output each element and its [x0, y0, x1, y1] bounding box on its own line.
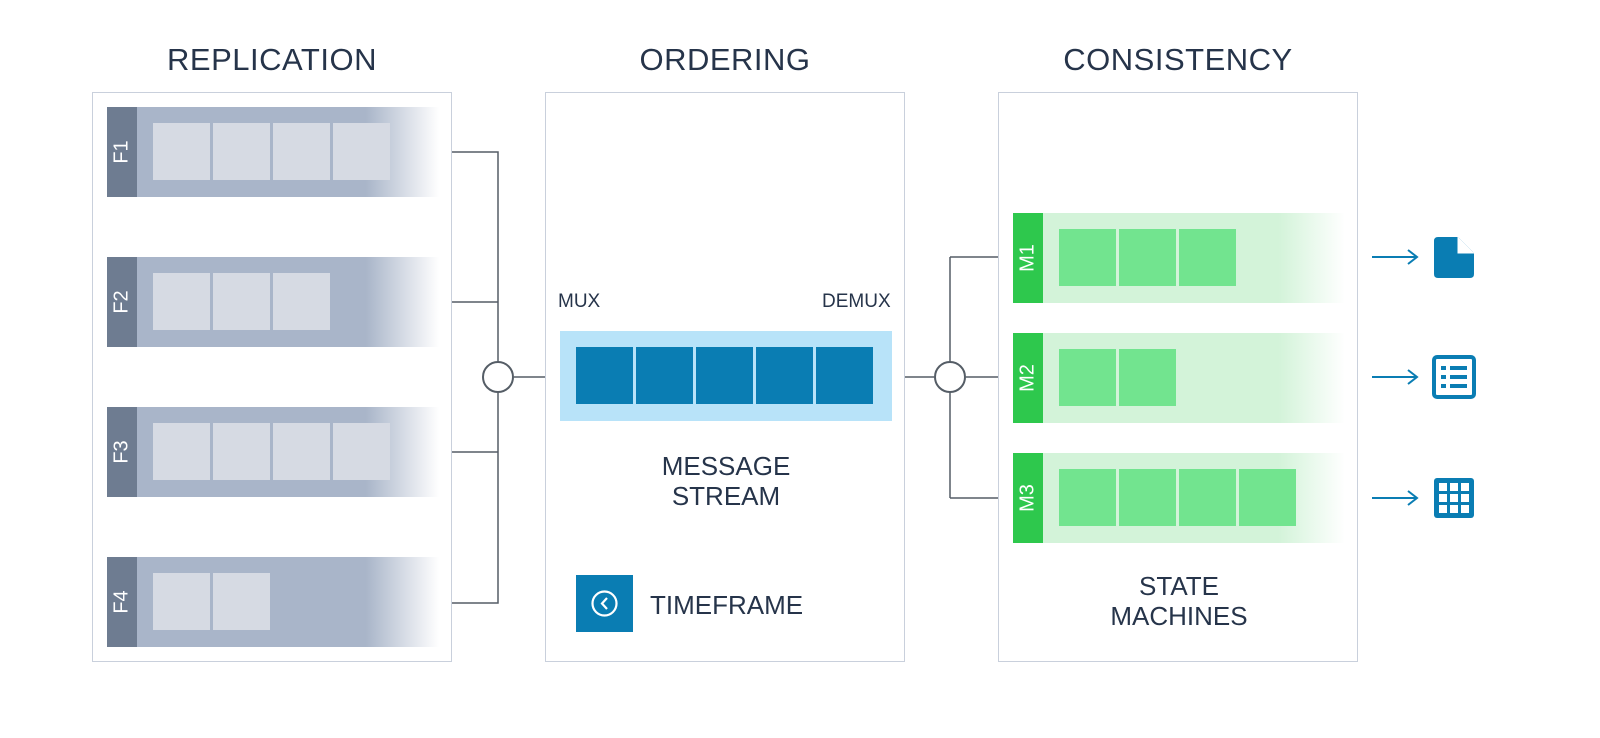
machine-cell	[1239, 469, 1296, 526]
ordering-heading: ORDERING	[639, 42, 811, 77]
machine-tab: M2	[1013, 333, 1043, 423]
feed-label: F1	[110, 140, 133, 164]
machine-cell	[1179, 469, 1236, 526]
feed-tab: F4	[107, 557, 137, 647]
machine-tab: M3	[1013, 453, 1043, 543]
feed-row: F3	[107, 407, 439, 497]
feed-tab: F2	[107, 257, 137, 347]
list-icon	[1432, 355, 1476, 399]
stream-cell	[756, 347, 813, 404]
message-stream-line2: STREAM	[671, 481, 781, 511]
machine-cell	[1059, 229, 1116, 286]
feed-cell	[153, 123, 210, 180]
replication-heading: REPLICATION	[167, 42, 377, 77]
document-icon	[1434, 237, 1474, 278]
machine-label: M2	[1016, 364, 1039, 392]
stream-cell	[816, 347, 873, 404]
machine-label: M1	[1016, 244, 1039, 272]
machine-cell	[1119, 349, 1176, 406]
state-machines-line2: MACHINES	[1110, 601, 1248, 631]
machine-row: M3	[1013, 453, 1345, 543]
machine-cell	[1059, 349, 1116, 406]
m3-output-arrow	[1372, 490, 1419, 506]
stream-cell	[636, 347, 693, 404]
feed-cell	[153, 423, 210, 480]
stream-cell	[696, 347, 753, 404]
clock-icon	[591, 590, 618, 617]
m2-output-arrow	[1372, 369, 1419, 385]
replication-panel: F1 F2 F3 F4	[92, 92, 452, 662]
demux-label: DEMUX	[822, 291, 891, 312]
feed-label: F3	[110, 440, 133, 464]
message-stream-line1: MESSAGE	[661, 451, 791, 481]
mux-label: MUX	[558, 291, 601, 312]
message-stream-label: MESSAGE STREAM	[606, 451, 846, 511]
timeframe-label: TIMEFRAME	[650, 590, 804, 620]
feed-cell	[273, 273, 330, 330]
feed-cell	[333, 423, 390, 480]
ordering-panel: MUX DEMUX MESSAGE STREAM TIMEFRAME	[545, 92, 905, 662]
feed-label: F4	[110, 590, 133, 614]
feed-tab: F1	[107, 107, 137, 197]
machine-row: M2	[1013, 333, 1345, 423]
feed-tab: F3	[107, 407, 137, 497]
feed-cell	[153, 573, 210, 630]
state-machines-line1: STATE	[1139, 571, 1219, 601]
feed-row: F2	[107, 257, 439, 347]
feed-cell	[273, 123, 330, 180]
feed-cell	[213, 423, 270, 480]
machine-tab: M1	[1013, 213, 1043, 303]
machine-row: M1	[1013, 213, 1345, 303]
feed-cell	[213, 573, 270, 630]
feed-cell	[213, 273, 270, 330]
machine-cell	[1059, 469, 1116, 526]
machine-cell	[1179, 229, 1236, 286]
feed-row: F1	[107, 107, 439, 197]
feed-cell	[333, 123, 390, 180]
demux-junction	[934, 361, 966, 393]
timeframe-icon-box	[576, 575, 633, 632]
m1-output-arrow	[1372, 249, 1419, 265]
grid-table-icon	[1434, 478, 1474, 518]
machine-cell	[1119, 229, 1176, 286]
mux-junction	[482, 361, 514, 393]
consistency-heading: CONSISTENCY	[1063, 42, 1293, 77]
machine-label: M3	[1016, 484, 1039, 512]
message-stream-bar	[560, 331, 892, 421]
feed-cell	[153, 273, 210, 330]
machine-cell	[1119, 469, 1176, 526]
feed-cell	[213, 123, 270, 180]
feed-cell	[273, 423, 330, 480]
state-machines-label: STATE MACHINES	[1059, 571, 1299, 631]
stream-cell	[576, 347, 633, 404]
consistency-panel: M1 M2 M3 STATE MACHINES	[998, 92, 1358, 662]
feed-row: F4	[107, 557, 439, 647]
feed-label: F2	[110, 290, 133, 314]
